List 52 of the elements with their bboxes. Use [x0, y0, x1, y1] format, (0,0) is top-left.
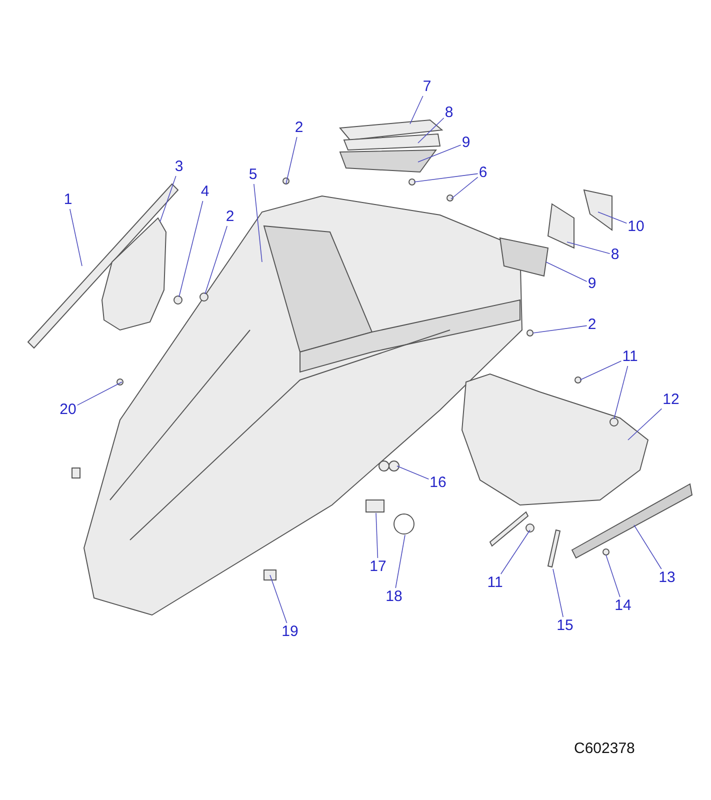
leader-line: [254, 184, 262, 262]
callout-number: 2: [588, 317, 596, 333]
leader-line: [395, 534, 406, 588]
callout-number: 7: [422, 79, 432, 95]
callout-number: 6: [478, 165, 488, 181]
leader-line: [450, 176, 478, 200]
callout-number: 3: [174, 159, 184, 175]
callout-number: 13: [658, 570, 676, 586]
callout-number: 16: [430, 475, 446, 491]
callout-number: 15: [556, 618, 574, 634]
leader-line: [500, 530, 530, 574]
callout-number: 11: [487, 575, 503, 591]
leader-line: [552, 568, 564, 618]
leader-line: [160, 176, 176, 222]
leader-line: [580, 360, 622, 380]
callout-number: 19: [282, 624, 298, 640]
callout-number: 8: [444, 105, 454, 121]
drawing-number: C602378: [574, 740, 635, 757]
callout-number: 2: [294, 120, 304, 136]
callout-number: 14: [614, 598, 632, 614]
leader-line: [204, 226, 228, 294]
callout-number: 4: [200, 184, 210, 200]
leader-line: [598, 212, 628, 224]
leader-line: [410, 96, 424, 124]
callout-number: 11: [622, 349, 638, 365]
leader-line: [70, 208, 82, 266]
callout-number: 5: [248, 167, 258, 183]
callout-number: 9: [462, 135, 470, 151]
callout-number: 17: [370, 559, 386, 575]
leader-line: [628, 408, 662, 440]
leader-line: [76, 382, 122, 406]
leader-line: [566, 242, 610, 254]
leader-line: [376, 512, 378, 558]
callout-number: 1: [64, 192, 72, 208]
callout-number: 10: [628, 219, 644, 235]
leader-line: [606, 554, 620, 598]
callout-number: 2: [226, 209, 234, 225]
callout-number: 12: [662, 392, 680, 408]
leader-line: [546, 262, 588, 282]
leader-line: [532, 325, 588, 334]
leader-line: [270, 574, 288, 624]
leader-line: [396, 466, 430, 480]
leader-line: [614, 366, 628, 420]
callout-number: 20: [60, 402, 76, 418]
callout-number: 8: [610, 247, 620, 263]
leader-line: [634, 524, 662, 570]
leader-line: [418, 144, 462, 162]
callout-number: 9: [588, 276, 596, 292]
leader-line: [178, 200, 204, 298]
callout-number: 18: [386, 589, 402, 605]
leader-line: [414, 173, 478, 182]
leader-line: [286, 136, 298, 184]
